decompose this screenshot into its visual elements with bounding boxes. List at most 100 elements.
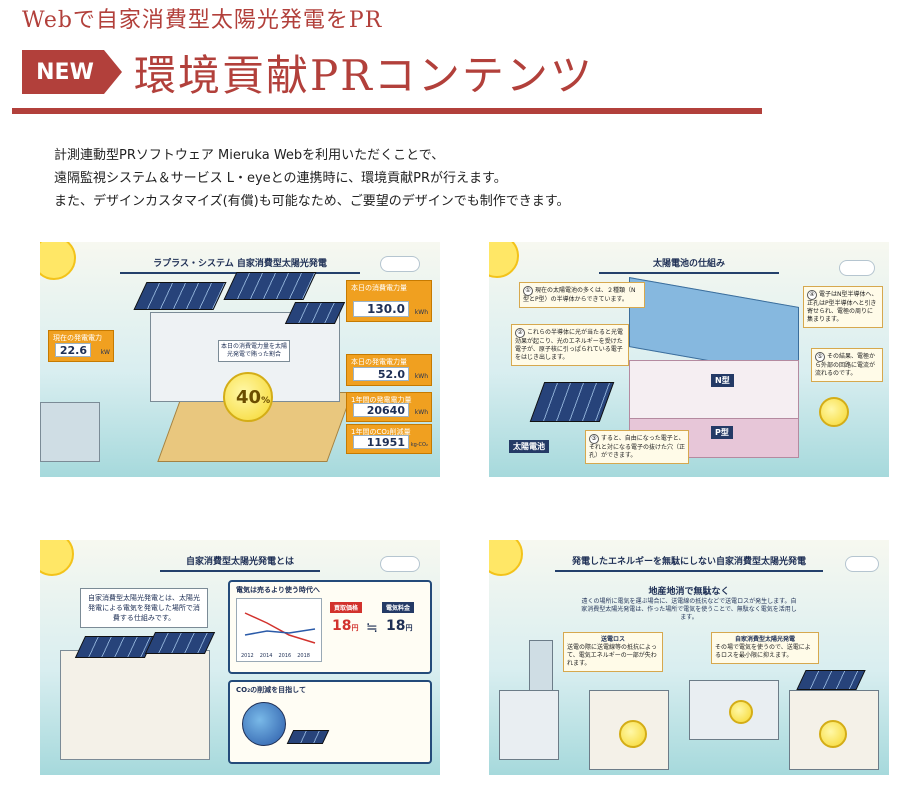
price-trend-chart: 2012 2014 2016 2018 [236,598,322,662]
intro-text: 計測連動型PRソフトウェア Mieruka Webを利用いただくことで、 遠隔監… [54,144,569,213]
solar-panel-icon [284,302,346,324]
card-label: 1年間のCO₂削減量 [351,428,411,436]
small-solar-cell-icon [529,382,615,422]
year-label: 2016 [278,653,292,659]
light-icon [819,397,849,427]
rate-value: 40 [236,387,262,408]
callout-text: これらの半導体に光が当たると光電効果が起こり、光のエネルギーを受けた電子が、原子… [515,329,624,361]
box-heading: 電気は売るより使う時代へ [236,586,320,594]
rate-unit: % [261,396,271,406]
earth-icon [242,702,286,746]
card-unit: kg-CO₂ [410,442,428,448]
buyback-price-line [244,612,316,644]
year-label: 2012 [241,653,254,659]
callout-number: ④ [807,290,817,300]
panel-title: 発電したエネルギーを無駄にしない自家消費型太陽光発電 [555,554,823,572]
intro-line: また、デザインカスタマイズ(有償)も可能なため、ご要望のデザインでも制作できます… [54,194,570,209]
page-title: 環境貢献PRコンテンツ [134,50,594,100]
callout-text: すると、自由になった電子と、それと対になる電子の抜けた穴（正孔）ができます。 [589,435,686,459]
bulb-icon [819,720,847,748]
callout-number: ② [515,328,525,338]
bulb-icon [223,372,273,422]
bulb-icon [729,700,753,724]
sun-icon [489,242,519,278]
card-label: 本日の消費電力量 [351,284,407,292]
callout-number: ③ [589,434,599,444]
buyback-price-tag: 買取価格 [330,602,363,613]
panel-title: 太陽電池の仕組み [599,256,779,274]
co2-reduction-box: CO₂の削減を目指して [228,680,432,764]
card-label: 現在の発電電力 [53,334,102,342]
card-value: 130.0 [353,301,409,317]
cloud-icon [380,256,420,272]
n-type-layer [629,360,799,420]
price-unit: 円 [351,624,359,632]
electricity-rate-line [244,628,316,636]
year-label: 2014 [259,653,273,659]
sun-icon [40,540,74,576]
factory-icon [40,402,100,462]
section-heading: 地産地消で無駄なく [648,587,730,597]
callout-text: 電子はN型半導体へ、正孔はP型半導体へと引き寄せられ、電極の周りに集まります。 [807,291,878,323]
solar-panel-icon [223,272,317,300]
building-icon [499,690,559,760]
card-value: 20640 [353,403,409,417]
page-subtitle: Webで自家消費型太陽光発電をPR [22,8,383,33]
solar-panel-icon [796,670,866,690]
card-label: 1年間の発電電力量 [351,396,412,404]
panel-no-waste-energy[interactable]: 発電したエネルギーを無駄にしない自家消費型太陽光発電 地産地消で無駄なく 遠くの… [489,540,889,775]
callout-text: 現在の太陽電池の多くは、２種類（N型とP型）の半導体からできています。 [523,287,636,303]
year-co2-card: 1年間のCO₂削減量 11951 kg-CO₂ [346,424,432,454]
card-value: 11951 [353,435,409,449]
cloud-icon [839,260,875,276]
cloud-icon [380,556,420,572]
card-unit: kWh [414,373,428,380]
today-consumption-card: 本日の消費電力量 130.0 kWh [346,280,432,322]
sun-icon [489,540,523,576]
electricity-rate-tag: 電気料金 [382,602,415,613]
n-type-tag: N型 [711,374,734,387]
panel-self-consumption-system[interactable]: ラプラス・システム 自家消費型太陽光発電 本日の消費電力量を太陽光発電で賄った割… [40,242,440,477]
card-value: 52.0 [353,367,409,381]
intro-line: 遠隔監視システム＆サービス L・eyeとの連携時に、環境貢献PRが行えます。 [54,171,507,186]
sell-vs-use-box: 電気は売るより使う時代へ 2012 2014 2016 2018 買取価格 電気… [228,580,432,674]
building-icon [789,690,879,770]
bulb-icon [619,720,647,748]
box-text: その場で電気を使うので、送電によるロスを最小限に抑えます。 [715,644,811,659]
approx-symbol: ≒ [366,620,378,636]
rate-number: 18 [386,618,406,634]
card-label: 本日の発電電力量 [351,358,407,366]
box-heading: CO₂の削減を目指して [236,686,306,694]
price-number: 18 [332,618,352,634]
callout-number: ① [523,286,533,296]
cloud-icon [845,556,879,572]
card-unit: kW [100,349,110,356]
panel-title: 自家消費型太陽光発電とは [160,554,320,572]
solar-cell-tag: 太陽電池 [509,440,549,453]
p-type-tag: P型 [711,426,733,439]
rate-unit: 円 [405,624,413,632]
title-divider [12,108,762,114]
new-badge: NEW [22,50,122,94]
solar-panel-icon [133,282,227,310]
buyback-price-value: 18円 [332,618,358,634]
card-unit: kWh [414,309,428,316]
solar-panel-icon [286,730,330,744]
year-label: 2018 [297,653,310,659]
sun-icon [40,242,76,280]
solar-panel-icon [74,636,156,658]
title-row: NEW 環境貢献PRコンテンツ [22,42,594,102]
panel-what-is-self-consumption[interactable]: 自家消費型太陽光発電とは 自家消費型太陽光発電とは、太陽光発電による電気を発電し… [40,540,440,775]
card-value: 22.6 [55,343,91,357]
speech-bubble: 本日の消費電力量を太陽光発電で賄った割合 [218,340,290,362]
callout-number: ⑤ [815,352,825,362]
self-consumption-box: 自家消費型太陽光発電 その場で電気を使うので、送電によるロスを最小限に抑えます。 [711,632,819,664]
price-trend-lines [244,612,316,644]
today-generation-card: 本日の発電電力量 52.0 kWh [346,354,432,386]
box-heading: 送電ロス [600,636,625,643]
